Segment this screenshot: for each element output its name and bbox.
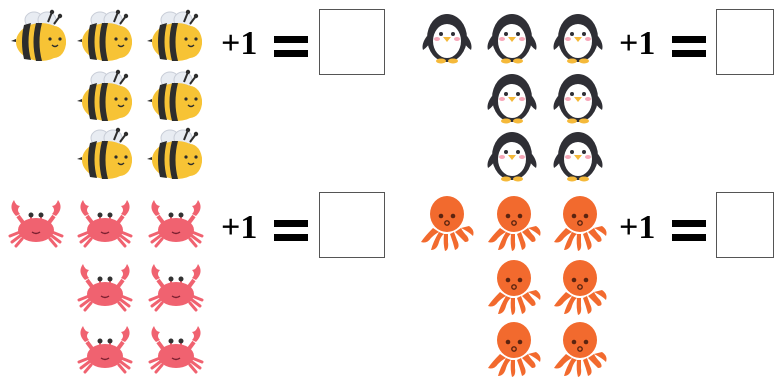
plus-one-label: +1: [619, 25, 656, 62]
answer-box[interactable]: [319, 9, 385, 75]
octopus-icon: [484, 256, 544, 316]
answer-box[interactable]: [319, 192, 385, 258]
octopus-icon: [550, 256, 610, 316]
octopus-icon: [484, 192, 544, 252]
octopus-icon: [550, 192, 610, 252]
answer-box[interactable]: [716, 192, 774, 258]
problem-penguins: +1: [0, 0, 774, 190]
plus-one-label: +1: [221, 209, 258, 246]
octopus-icon: [417, 192, 477, 252]
plus-one-label: +1: [221, 25, 258, 62]
equals-sign: [274, 36, 308, 58]
problem-bees: +1: [0, 0, 390, 190]
plus-one-label: +1: [619, 209, 656, 246]
octopus-icon: [550, 318, 610, 378]
answer-box[interactable]: [716, 9, 774, 75]
equals-sign: [672, 36, 706, 58]
problem-crabs: +1: [8, 192, 385, 374]
equals-sign: [672, 220, 706, 242]
octopus-icon: [484, 318, 544, 378]
equals-sign: [274, 220, 308, 242]
